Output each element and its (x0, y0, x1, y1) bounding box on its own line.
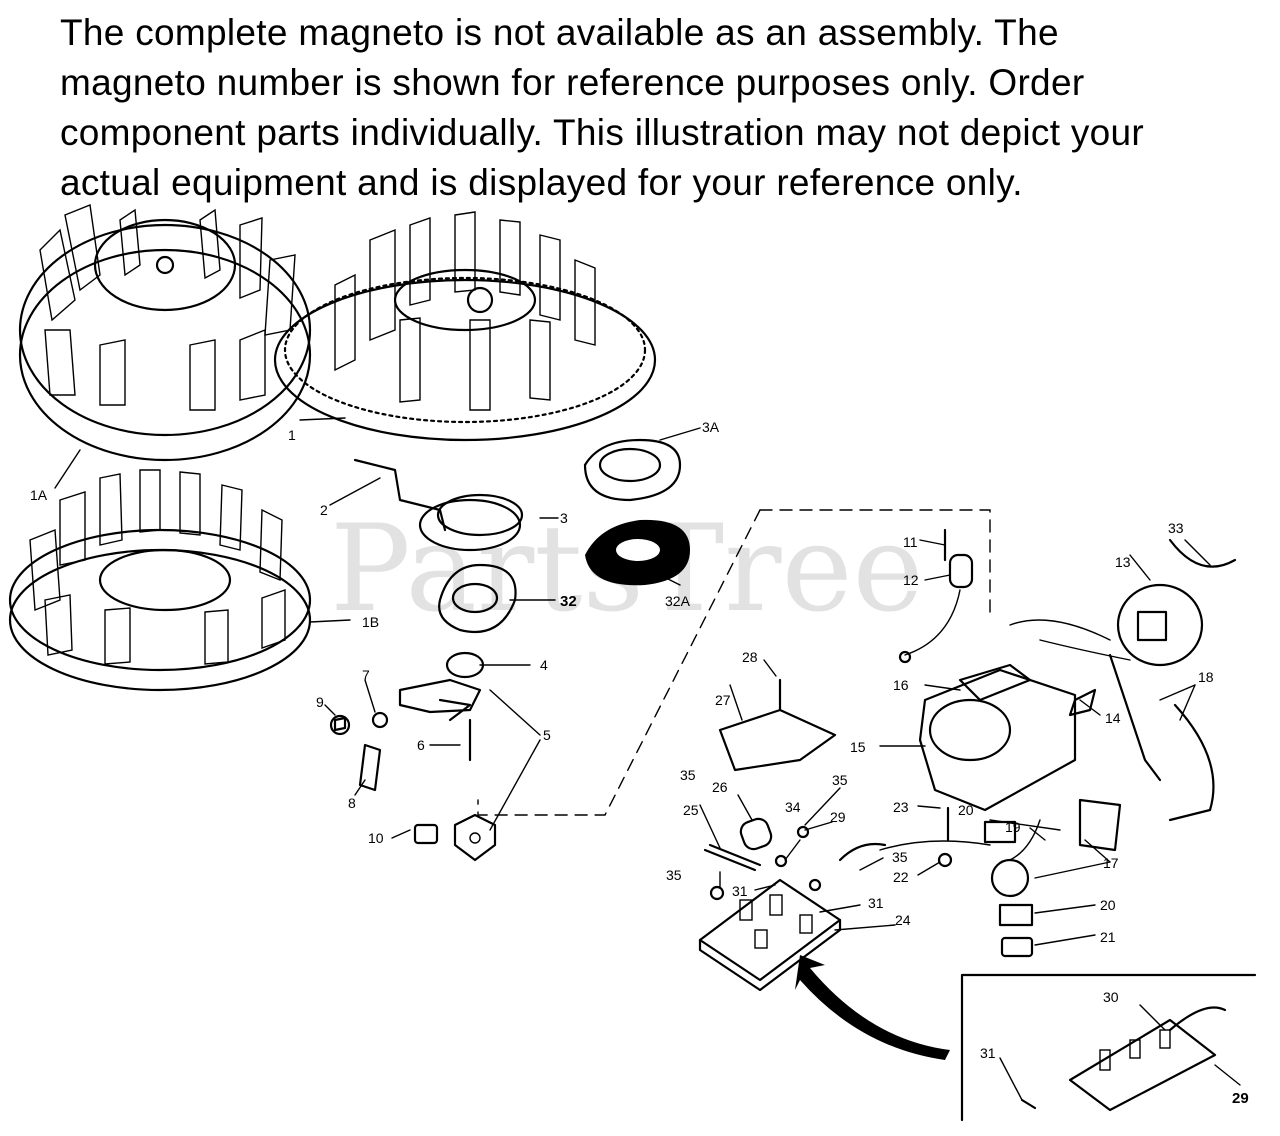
callout-30: 30 (1103, 989, 1119, 1005)
callout-35b: 35 (832, 772, 848, 788)
callout-31a: 31 (732, 883, 748, 899)
callout-25: 25 (683, 802, 699, 818)
callout-8: 8 (348, 795, 356, 811)
callout-35c: 35 (892, 849, 908, 865)
callout-2: 2 (320, 502, 328, 518)
callout-1: 1 (288, 427, 296, 443)
callout-22: 22 (893, 869, 909, 885)
callout-27: 27 (715, 692, 731, 708)
callout-13: 13 (1115, 554, 1131, 570)
callout-23: 23 (893, 799, 909, 815)
callout-6: 6 (417, 737, 425, 753)
callout-33: 33 (1168, 520, 1184, 536)
terminal-board (698, 678, 887, 992)
callout-29b: 29 (1232, 1090, 1249, 1107)
callout-26: 26 (712, 779, 728, 795)
callout-19: 19 (1005, 819, 1021, 835)
callout-34: 34 (785, 799, 801, 815)
callout-31b: 31 (868, 895, 884, 911)
callout-3a: 3A (702, 419, 720, 435)
part-2-spring (353, 458, 447, 532)
callout-11: 11 (903, 534, 918, 550)
callout-20b: 20 (1100, 897, 1116, 913)
callout-35a: 35 (680, 767, 696, 783)
callout-17: 17 (1103, 855, 1119, 871)
callout-21: 21 (1100, 929, 1116, 945)
callout-1b: 1B (362, 614, 379, 630)
callout-15: 15 (850, 739, 866, 755)
callout-5: 5 (543, 727, 551, 743)
fan-1b (8, 469, 312, 692)
callout-12: 12 (903, 572, 919, 588)
callout-1a: 1A (30, 487, 48, 503)
callout-28: 28 (742, 649, 758, 665)
callout-31c: 31 (980, 1045, 996, 1061)
callout-32a: 32A (665, 593, 691, 609)
callout-4: 4 (540, 657, 548, 673)
reference-notice: The complete magneto is not available as… (60, 12, 1145, 203)
ignition-assembly (879, 528, 1237, 958)
callout-labels: 1A 1 2 3 3A 32 32A 1B 4 5 6 7 8 9 10 11 … (30, 419, 1249, 1107)
callout-16: 16 (893, 677, 909, 693)
callout-3: 3 (560, 510, 568, 526)
callout-9: 9 (316, 694, 324, 710)
flywheel-1 (273, 211, 657, 442)
callout-24: 24 (895, 912, 911, 928)
callout-7: 7 (362, 667, 370, 683)
callout-10: 10 (368, 830, 384, 846)
fan-1a (18, 204, 312, 462)
part-32a-gasket (585, 519, 690, 586)
part-3-bearing (418, 493, 524, 552)
callout-29a: 29 (830, 809, 846, 825)
leader-lines (54, 417, 1241, 1101)
callout-35d: 35 (666, 867, 682, 883)
callout-18: 18 (1198, 669, 1214, 685)
callout-20a: 20 (958, 802, 974, 818)
callout-32: 32 (560, 593, 577, 610)
part-3a-plate (583, 438, 682, 502)
callout-14: 14 (1105, 710, 1121, 726)
inset-detail-box (795, 955, 1257, 1122)
breaker-points-group (329, 651, 497, 862)
